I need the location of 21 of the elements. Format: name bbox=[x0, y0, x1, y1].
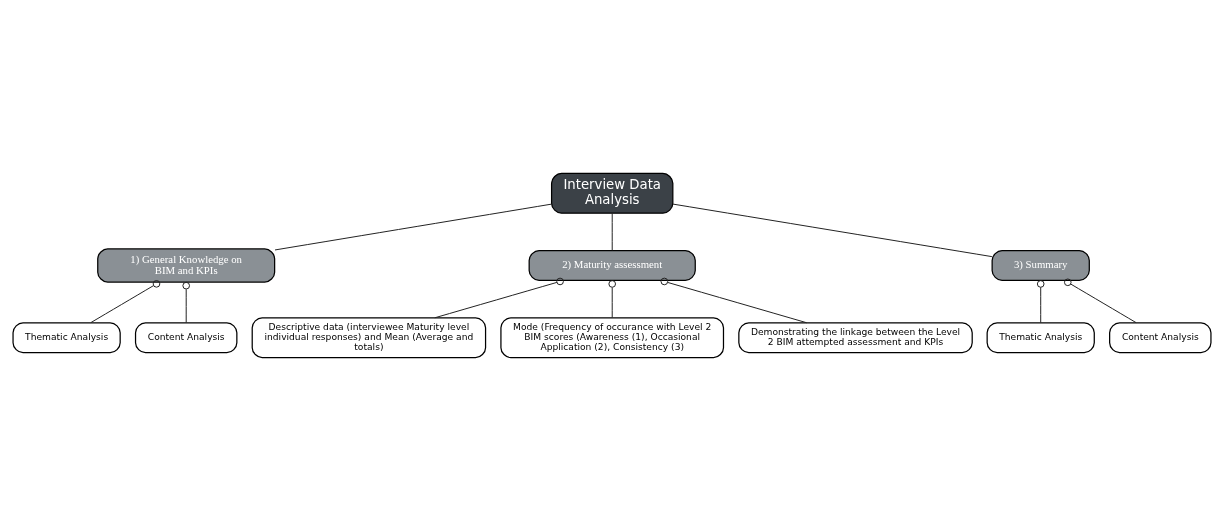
node-box: 3) Summary bbox=[991, 249, 1090, 281]
connector bbox=[90, 279, 161, 323]
node-box: Demonstrating the linkage between the Level 2 BIM attempted assessment and KPIs bbox=[738, 321, 973, 353]
connector bbox=[672, 203, 993, 257]
connector bbox=[274, 203, 552, 250]
connector bbox=[1036, 279, 1045, 323]
connector bbox=[434, 277, 564, 318]
connector bbox=[611, 212, 613, 251]
node-box: 1) General Knowledge on BIM and KPIs bbox=[97, 247, 276, 283]
connector bbox=[182, 281, 190, 323]
node-box: Mode (Frequency of occurance with Level 2 BIM scores (Awareness (1), Occasional Application (2), Consistency (3) bbox=[500, 316, 725, 358]
node-box: 2) Maturity assessment bbox=[528, 249, 696, 281]
connector bbox=[660, 277, 808, 323]
node-box: Content Analysis bbox=[1109, 321, 1212, 353]
node-box: Thematic Analysis bbox=[12, 321, 121, 353]
connector bbox=[608, 279, 617, 318]
node-box: Interview Data Analysis bbox=[550, 172, 674, 214]
connector bbox=[1063, 278, 1137, 323]
node-box: Thematic Analysis bbox=[986, 321, 1095, 353]
node-box: Content Analysis bbox=[134, 321, 238, 353]
node-box: Descriptive data (interviewee Maturity level individual responses) and Mean (Average and totals) bbox=[251, 316, 487, 358]
